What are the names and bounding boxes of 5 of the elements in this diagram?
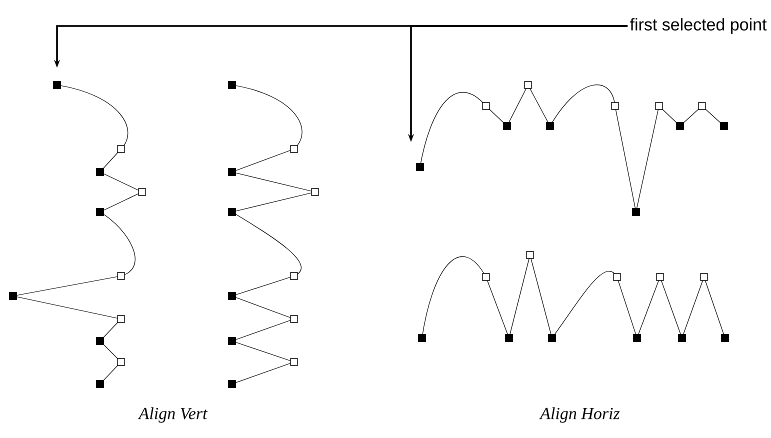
anchor-point — [53, 81, 61, 89]
caption-text: Align Vert — [138, 407, 208, 423]
anchor-point — [416, 163, 424, 171]
callout-text: first selected point — [630, 18, 767, 34]
caption-text: Align Horiz — [539, 407, 620, 423]
